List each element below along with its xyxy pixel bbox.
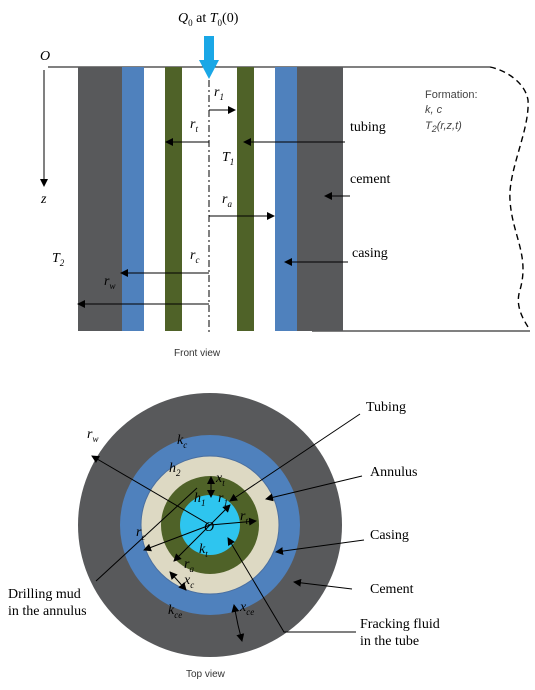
- fracking-leader: [227, 537, 356, 633]
- top-view-caption: Top view: [186, 669, 226, 680]
- casing-leader: [275, 539, 365, 556]
- h1-label: h1: [194, 491, 206, 508]
- fracking-label-line1: Fracking fluid: [360, 617, 440, 632]
- front-view: Q0 at T0(0) O z T2 T1 r1 rt tubing cemen…: [40, 11, 531, 359]
- xce-label: xce: [239, 600, 254, 617]
- top-r1-label: r1: [218, 491, 228, 508]
- top-casing-label: Casing: [370, 528, 409, 543]
- casing-left: [122, 67, 144, 331]
- kt-label: kt: [199, 542, 208, 559]
- ra-label: ra: [222, 192, 232, 209]
- top-r1-arrow: [209, 504, 231, 526]
- cement-left: [78, 67, 122, 331]
- casing-right: [275, 67, 297, 331]
- h2-label: h2: [169, 461, 181, 478]
- top-rw-label: rw: [87, 427, 98, 444]
- top-rt-arrow: [209, 517, 257, 526]
- xc-arrow-b: [177, 580, 187, 591]
- cement-right: [297, 67, 343, 331]
- xc-label: xc: [183, 573, 194, 590]
- front-view-caption: Front view: [174, 348, 221, 359]
- xce-arrow-a: [231, 604, 240, 626]
- rw-label: rw: [104, 274, 115, 291]
- z-axis-label: z: [40, 192, 47, 207]
- formation-boundary: [489, 66, 531, 331]
- mud-label-line2: in the annulus: [8, 604, 87, 619]
- kc-label: kc: [177, 433, 187, 450]
- top-rw-arrow: [91, 455, 211, 526]
- origin-label: O: [40, 49, 50, 64]
- formation-title: Formation:: [425, 89, 478, 101]
- top-view: kc h2 xt h1 r1 rt rw rc O kt ra: [8, 393, 440, 680]
- top-annulus-label: Annulus: [370, 465, 417, 480]
- top-ra-label: ra: [184, 557, 194, 574]
- tubing-right: [237, 67, 254, 331]
- xce-arrow-b: [236, 624, 245, 642]
- tubing-leader: [229, 413, 361, 502]
- top-rc-arrow: [143, 524, 211, 552]
- mud-leader: [95, 487, 198, 582]
- fracking-label-line2: in the tube: [360, 634, 419, 649]
- xc-arrow-a: [169, 571, 179, 582]
- r1-label: r1: [214, 85, 224, 102]
- t1-label: T1: [222, 150, 234, 167]
- front-tubing-label: tubing: [350, 120, 386, 135]
- top-rt-label: rt: [240, 509, 248, 526]
- front-cement-label: cement: [350, 172, 391, 187]
- annulus-leader: [265, 475, 363, 502]
- tubing-left: [165, 67, 182, 331]
- rc-label: rc: [190, 248, 199, 265]
- kce-label: kce: [168, 603, 182, 620]
- front-casing-label: casing: [352, 246, 388, 261]
- top-origin-label: O: [204, 520, 214, 535]
- top-tubing-label: Tubing: [366, 400, 406, 415]
- rt-label: rt: [190, 117, 198, 134]
- t2-label: T2: [52, 251, 65, 268]
- xt-label: xt: [215, 471, 225, 488]
- formation-temp: T2(r,z,t): [425, 120, 462, 134]
- cement-leader: [293, 578, 353, 590]
- top-ra-arrow: [173, 524, 211, 562]
- formation-props: k, c: [425, 104, 443, 116]
- top-cement-label: Cement: [370, 582, 414, 597]
- inflow-arrow-icon: [199, 36, 219, 79]
- inflow-label: Q0 at T0(0): [178, 11, 239, 28]
- mud-label-line1: Drilling mud: [8, 587, 81, 602]
